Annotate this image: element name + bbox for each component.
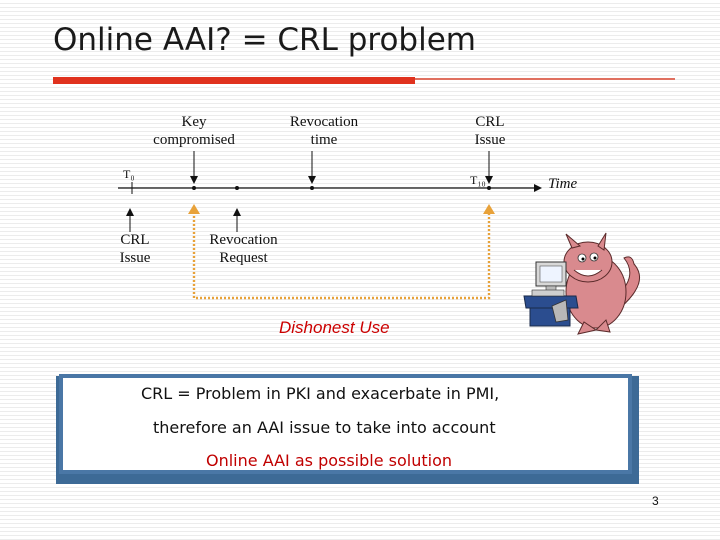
summary-line-1: CRL = Problem in PKI and exacerbate in P… (141, 384, 500, 403)
title-underline-rule (415, 78, 675, 80)
t0-label: T₀ (123, 167, 135, 181)
revocation-request-label: Revocation Request (196, 231, 291, 267)
revocation-request-dot (235, 186, 239, 190)
t10-label: T₁₀ (470, 173, 486, 187)
key-compromised-dot (192, 186, 196, 190)
revocation-time-label: Revocation time (268, 113, 380, 149)
summary-box: CRL = Problem in PKI and exacerbate in P… (59, 374, 632, 474)
crl-issue-top-line1: CRL (475, 114, 505, 130)
revocation-request-line1: Revocation (209, 232, 278, 248)
key-compromised-line1: Key (181, 114, 207, 130)
slide-title: Online AAI? = CRL problem (53, 22, 476, 58)
crl-issue-dot (487, 186, 491, 190)
crl-issue-top-line2: Issue (474, 132, 506, 148)
devil-at-computer-clipart (523, 232, 641, 335)
crl-issue-top-label: CRL Issue (450, 113, 530, 149)
dishonest-use-label: Dishonest Use (279, 318, 390, 337)
key-compromised-label: Key compromised (138, 113, 250, 149)
revocation-request-line2: Request (219, 250, 268, 266)
crl-issue-bottom-line1: CRL (120, 232, 150, 248)
revocation-time-line2: time (310, 132, 338, 148)
page-number: 3 (652, 494, 659, 508)
dishonest-right-arrowhead (483, 204, 495, 214)
revocation-time-dot (310, 186, 314, 190)
crl-issue-bottom-line2: Issue (119, 250, 151, 266)
title-underline-accent (53, 77, 415, 84)
time-axis-label: Time (548, 176, 578, 192)
revocation-time-line1: Revocation (289, 114, 359, 130)
crl-issue-bottom-label: CRL Issue (105, 231, 165, 267)
dishonest-use-bracket (192, 212, 491, 300)
summary-line-2: therefore an AAI issue to take into acco… (153, 418, 496, 437)
dishonest-left-arrowhead (188, 204, 200, 214)
summary-line-3: Online AAI as possible solution (206, 451, 453, 470)
key-compromised-line2: compromised (153, 132, 235, 148)
